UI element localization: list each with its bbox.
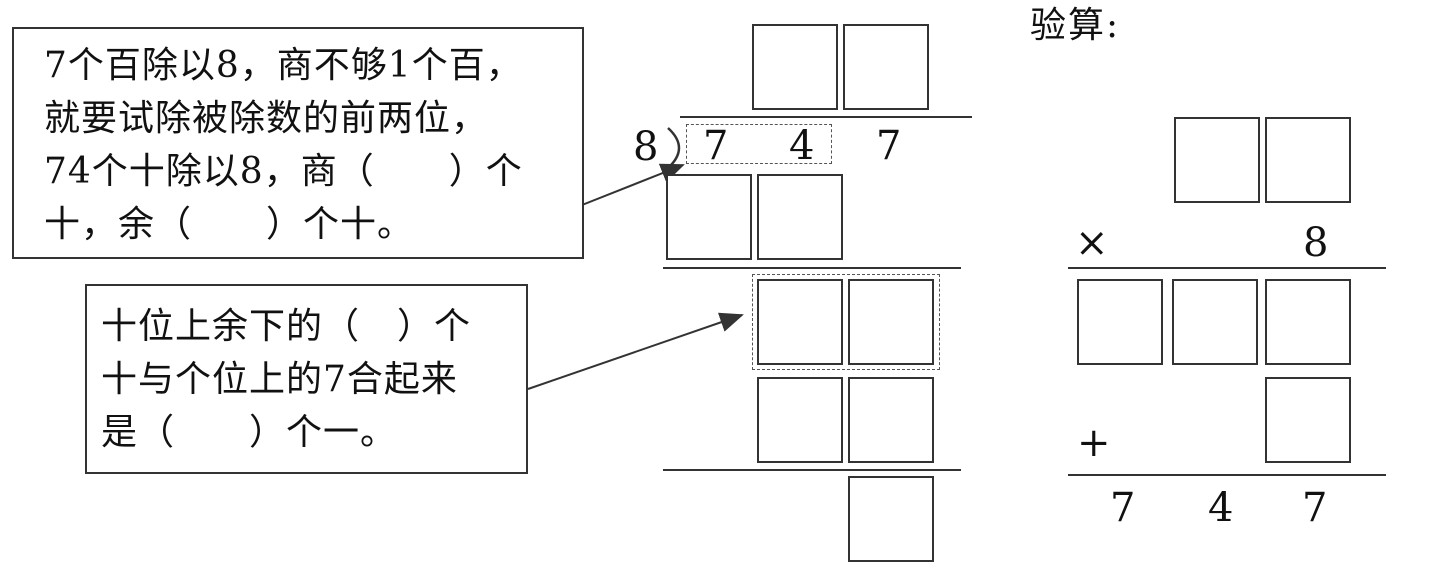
- dividend-digit-ones: 7: [876, 123, 902, 169]
- callout2-line-1: 十位上余下的（ ）个: [101, 306, 472, 347]
- check-label: 验算:: [1030, 5, 1121, 46]
- check-result-digit-1: 7: [1110, 485, 1136, 531]
- check-result-digit-2: 4: [1208, 485, 1234, 531]
- callout1-arrow: [581, 163, 685, 206]
- check-result-digit-3: 7: [1302, 485, 1328, 531]
- divisor-digit: 8: [633, 124, 659, 170]
- plus-sign: +: [1077, 420, 1111, 466]
- check-product-box-1[interactable]: [1077, 279, 1163, 365]
- remainder-box-1[interactable]: [757, 279, 843, 365]
- callout2-line-2: 十与个位上的7合起来: [101, 359, 458, 400]
- remainder-highlight: [752, 274, 940, 370]
- check-quotient-box-2[interactable]: [1265, 117, 1351, 203]
- product-box-2[interactable]: [757, 174, 843, 260]
- quotient-box-tens[interactable]: [843, 24, 929, 110]
- times-sign: ×: [1075, 220, 1109, 266]
- callout1-line-2: 就要试除被除数的前两位，: [44, 98, 489, 139]
- division-line-3: [663, 469, 961, 471]
- check-product-box-2[interactable]: [1172, 279, 1258, 365]
- second-product-box-1[interactable]: [757, 377, 843, 463]
- first-two-digits-highlight: [686, 124, 832, 164]
- callout1-line-4: 十，余（ ）个十。: [44, 204, 415, 245]
- callout1-line-3: 74个十除以8，商（ ）个: [44, 151, 523, 192]
- check-line-2: [1068, 474, 1386, 476]
- callout2-arrow: [527, 312, 744, 390]
- quotient-box-hundreds[interactable]: [752, 24, 838, 110]
- remainder-box-2[interactable]: [848, 279, 934, 365]
- dividend-digit-tens: 4: [789, 123, 815, 169]
- callout2-line-3: 是（ ）个一。: [101, 412, 398, 453]
- division-line-2: [663, 267, 961, 269]
- check-product-box-3[interactable]: [1265, 279, 1351, 365]
- second-product-box-2[interactable]: [848, 377, 934, 463]
- product-box-1[interactable]: [666, 174, 752, 260]
- callout-box-2: 十位上余下的（ ）个 十与个位上的7合起来 是（ ）个一。: [85, 284, 528, 474]
- callout-box-1: 7个百除以8，商不够1个百， 就要试除被除数的前两位， 74个十除以8，商（ ）…: [12, 27, 584, 259]
- check-addend-box[interactable]: [1265, 377, 1351, 463]
- callout1-line-1: 7个百除以8，商不够1个百，: [44, 45, 523, 86]
- division-top-line: [680, 116, 972, 118]
- check-line-1: [1068, 267, 1386, 269]
- final-remainder-box[interactable]: [848, 476, 934, 562]
- check-quotient-box-1[interactable]: [1174, 117, 1260, 203]
- dividend-digit-hundreds: 7: [703, 123, 729, 169]
- division-bracket: [667, 127, 681, 169]
- multiplier-digit: 8: [1303, 220, 1329, 266]
